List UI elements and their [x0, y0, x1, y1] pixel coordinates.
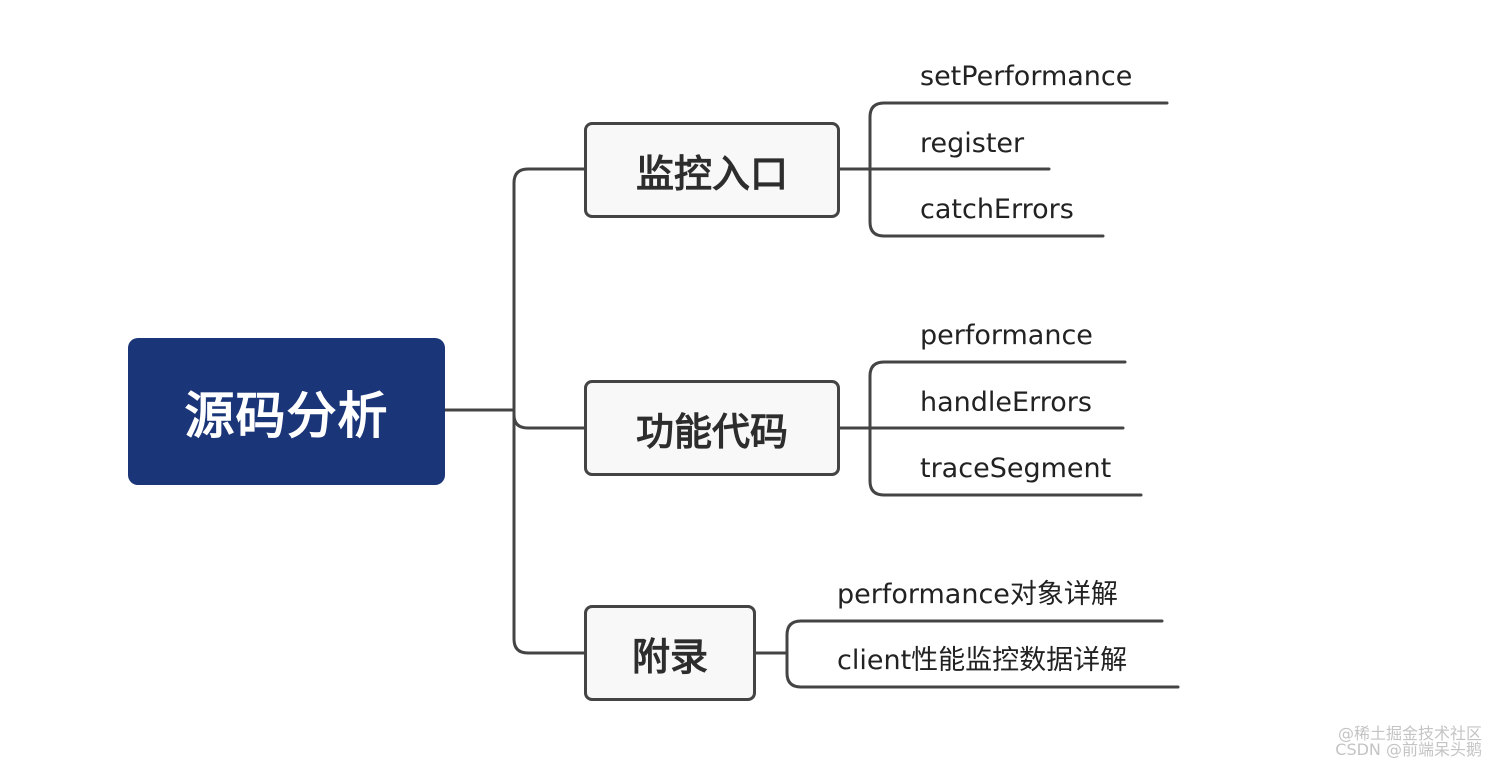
leaf-node[interactable]: catchErrors [920, 194, 1074, 225]
leaf-node[interactable]: traceSegment [920, 453, 1112, 484]
branch-label: 功能代码 [635, 409, 788, 454]
root-label: 源码分析 [184, 386, 389, 445]
leaf-node[interactable]: register [920, 128, 1025, 159]
leaf-node[interactable]: client性能监控数据详解 [837, 645, 1128, 676]
watermark-text: CSDN @前端呆头鹅 [1335, 740, 1482, 759]
watermark-text: @稀土掘金技术社区 [1337, 724, 1482, 743]
leaf-node[interactable]: performance [920, 320, 1093, 351]
branch-node-appendix[interactable]: 附录 [584, 605, 756, 701]
branch-node-monitor-entry[interactable]: 监控入口 [584, 122, 840, 218]
branch-label: 附录 [631, 634, 708, 679]
branch-label: 监控入口 [635, 151, 788, 196]
branch-1-connector [512, 413, 586, 430]
branch-node-function-code[interactable]: 功能代码 [584, 380, 840, 476]
leaf-node[interactable]: performance对象详解 [837, 579, 1118, 610]
root-node[interactable]: 源码分析 [128, 338, 445, 485]
branch-2-leaf-bracket [785, 619, 803, 689]
leaf-node[interactable]: setPerformance [920, 61, 1133, 92]
leaf-node[interactable]: handleErrors [920, 387, 1092, 418]
trunk-connector [512, 167, 586, 655]
